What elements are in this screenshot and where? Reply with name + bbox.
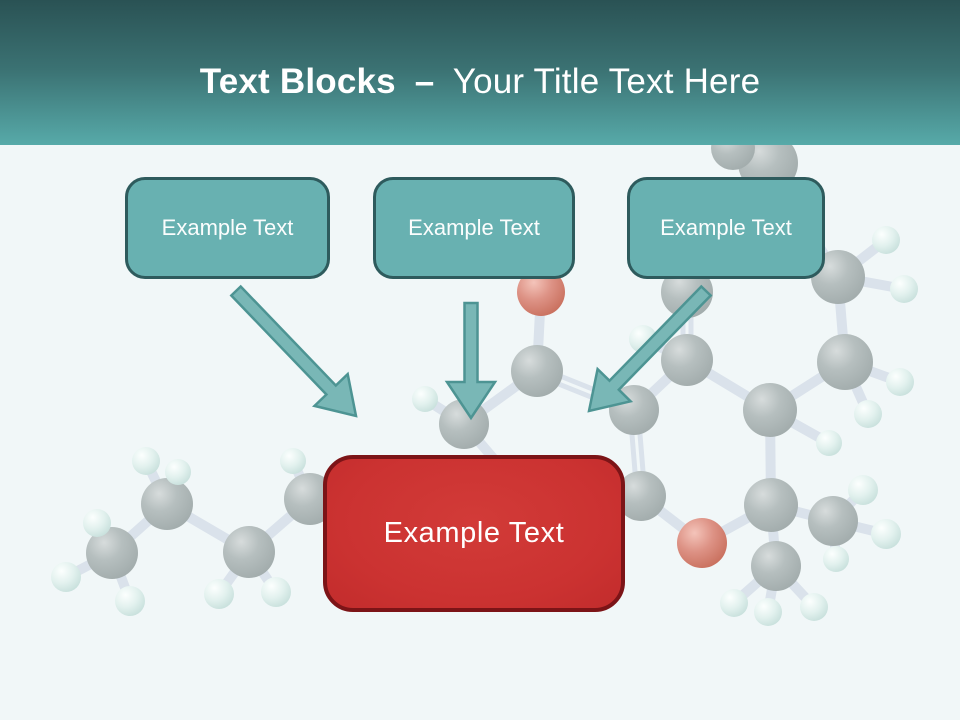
text-block-3-label: Example Text <box>660 215 792 240</box>
title-bold-text: Text Blocks <box>199 61 396 101</box>
arrow-down-left-icon <box>587 284 713 413</box>
arrow-down-icon <box>444 301 498 421</box>
slide-title: Text Blocks – Your Title Text Here <box>200 44 760 102</box>
text-block-3: Example Text <box>627 177 825 279</box>
slide-header: Text Blocks – Your Title Text Here <box>0 0 960 145</box>
text-block-2: Example Text <box>373 177 575 279</box>
result-block: Example Text <box>323 455 625 612</box>
text-block-1: Example Text <box>125 177 330 279</box>
text-block-2-label: Example Text <box>408 215 540 240</box>
text-block-1-label: Example Text <box>161 215 294 240</box>
title-regular-text: Your Title Text Here <box>452 61 761 101</box>
title-dash: – <box>414 61 435 101</box>
arrow-down-right-icon <box>229 284 358 418</box>
result-block-label: Example Text <box>383 517 565 549</box>
